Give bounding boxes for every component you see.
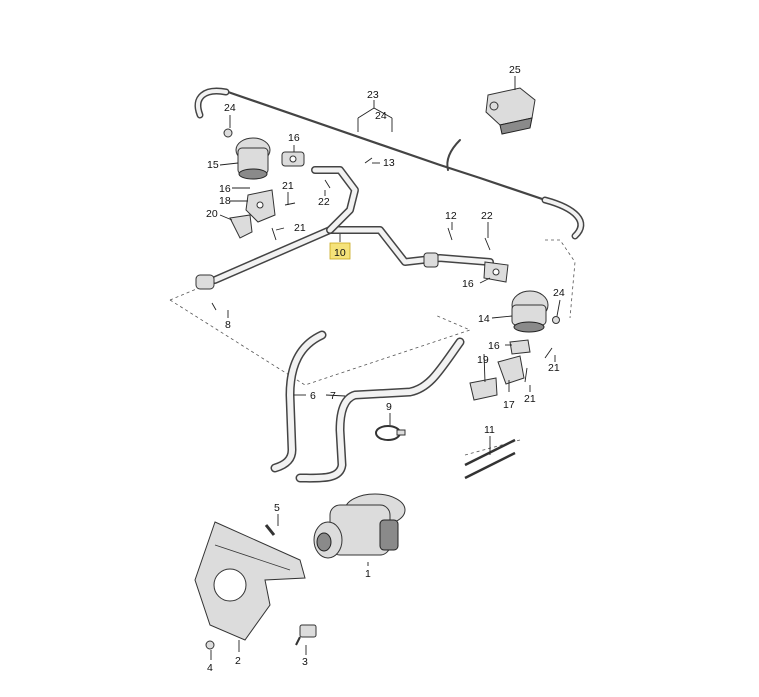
callout-19[interactable]: 19 [477, 354, 489, 366]
callout-16-top[interactable]: 16 [288, 132, 300, 144]
bolts-right [211, 227, 553, 383]
callout-12[interactable]: 12 [445, 210, 457, 222]
callout-10[interactable]: 10 [334, 247, 346, 259]
bracket-part-19 [469, 377, 498, 401]
callout-labels: 10 23 24 25 24 16 15 13 16 21 18 22 20 2… [206, 64, 565, 674]
leader-lines [210, 76, 561, 660]
callout-21-d[interactable]: 21 [524, 393, 536, 405]
callout-13[interactable]: 13 [383, 157, 395, 169]
callout-22-left[interactable]: 22 [318, 196, 330, 208]
callout-4[interactable]: 4 [207, 662, 213, 674]
callout-14[interactable]: 14 [478, 313, 490, 325]
sensor-part-25 [485, 87, 536, 135]
gasket-part-16-a [281, 151, 305, 167]
clamp-part-9 [375, 425, 406, 441]
callout-21-c[interactable]: 21 [548, 362, 560, 374]
callout-16-mid[interactable]: 16 [219, 183, 231, 195]
valve-part-14 [511, 290, 560, 333]
callout-7[interactable]: 7 [330, 390, 336, 402]
callout-24-right[interactable]: 24 [553, 287, 565, 299]
callout-23[interactable]: 23 [367, 89, 379, 101]
callout-9[interactable]: 9 [386, 401, 392, 413]
callout-3[interactable]: 3 [302, 656, 308, 668]
pipe-part-10 [195, 166, 494, 290]
callout-24-top[interactable]: 24 [375, 110, 387, 122]
callout-5[interactable]: 5 [274, 502, 280, 514]
bracket-part-17 [497, 355, 525, 385]
callout-15[interactable]: 15 [207, 159, 219, 171]
hose-part-6 [270, 330, 327, 473]
callout-25[interactable]: 25 [509, 64, 521, 76]
pump-part-1 [313, 493, 406, 559]
gasket-part-16-b [483, 261, 509, 283]
callout-21-b[interactable]: 21 [294, 222, 306, 234]
hose-part-7 [295, 337, 465, 483]
callout-16-right[interactable]: 16 [462, 278, 474, 290]
callout-2[interactable]: 2 [235, 655, 241, 667]
callout-24-left[interactable]: 24 [224, 102, 236, 114]
callout-17[interactable]: 17 [503, 399, 515, 411]
callout-18[interactable]: 18 [219, 195, 231, 207]
valve-part-15 [223, 128, 271, 180]
callout-1[interactable]: 1 [365, 568, 371, 580]
bolts-21-22-left [271, 157, 373, 241]
callout-10-highlight [329, 242, 351, 260]
callout-16-low[interactable]: 16 [488, 340, 500, 352]
callout-6[interactable]: 6 [310, 390, 316, 402]
callout-8[interactable]: 8 [225, 319, 231, 331]
bracket-part-2 [194, 521, 306, 641]
callout-21-a[interactable]: 21 [282, 180, 294, 192]
nut-part-4 [205, 640, 215, 650]
callout-20[interactable]: 20 [206, 208, 218, 220]
bracket-part-20 [229, 214, 253, 239]
callout-11[interactable]: 11 [484, 424, 495, 436]
gasket-part-16-c [509, 339, 531, 355]
vacuum-line [194, 87, 585, 240]
bolt-part-5 [264, 524, 276, 536]
bracket-part-18 [245, 189, 276, 223]
mount-part-3 [295, 624, 317, 646]
callout-22-right[interactable]: 22 [481, 210, 493, 222]
